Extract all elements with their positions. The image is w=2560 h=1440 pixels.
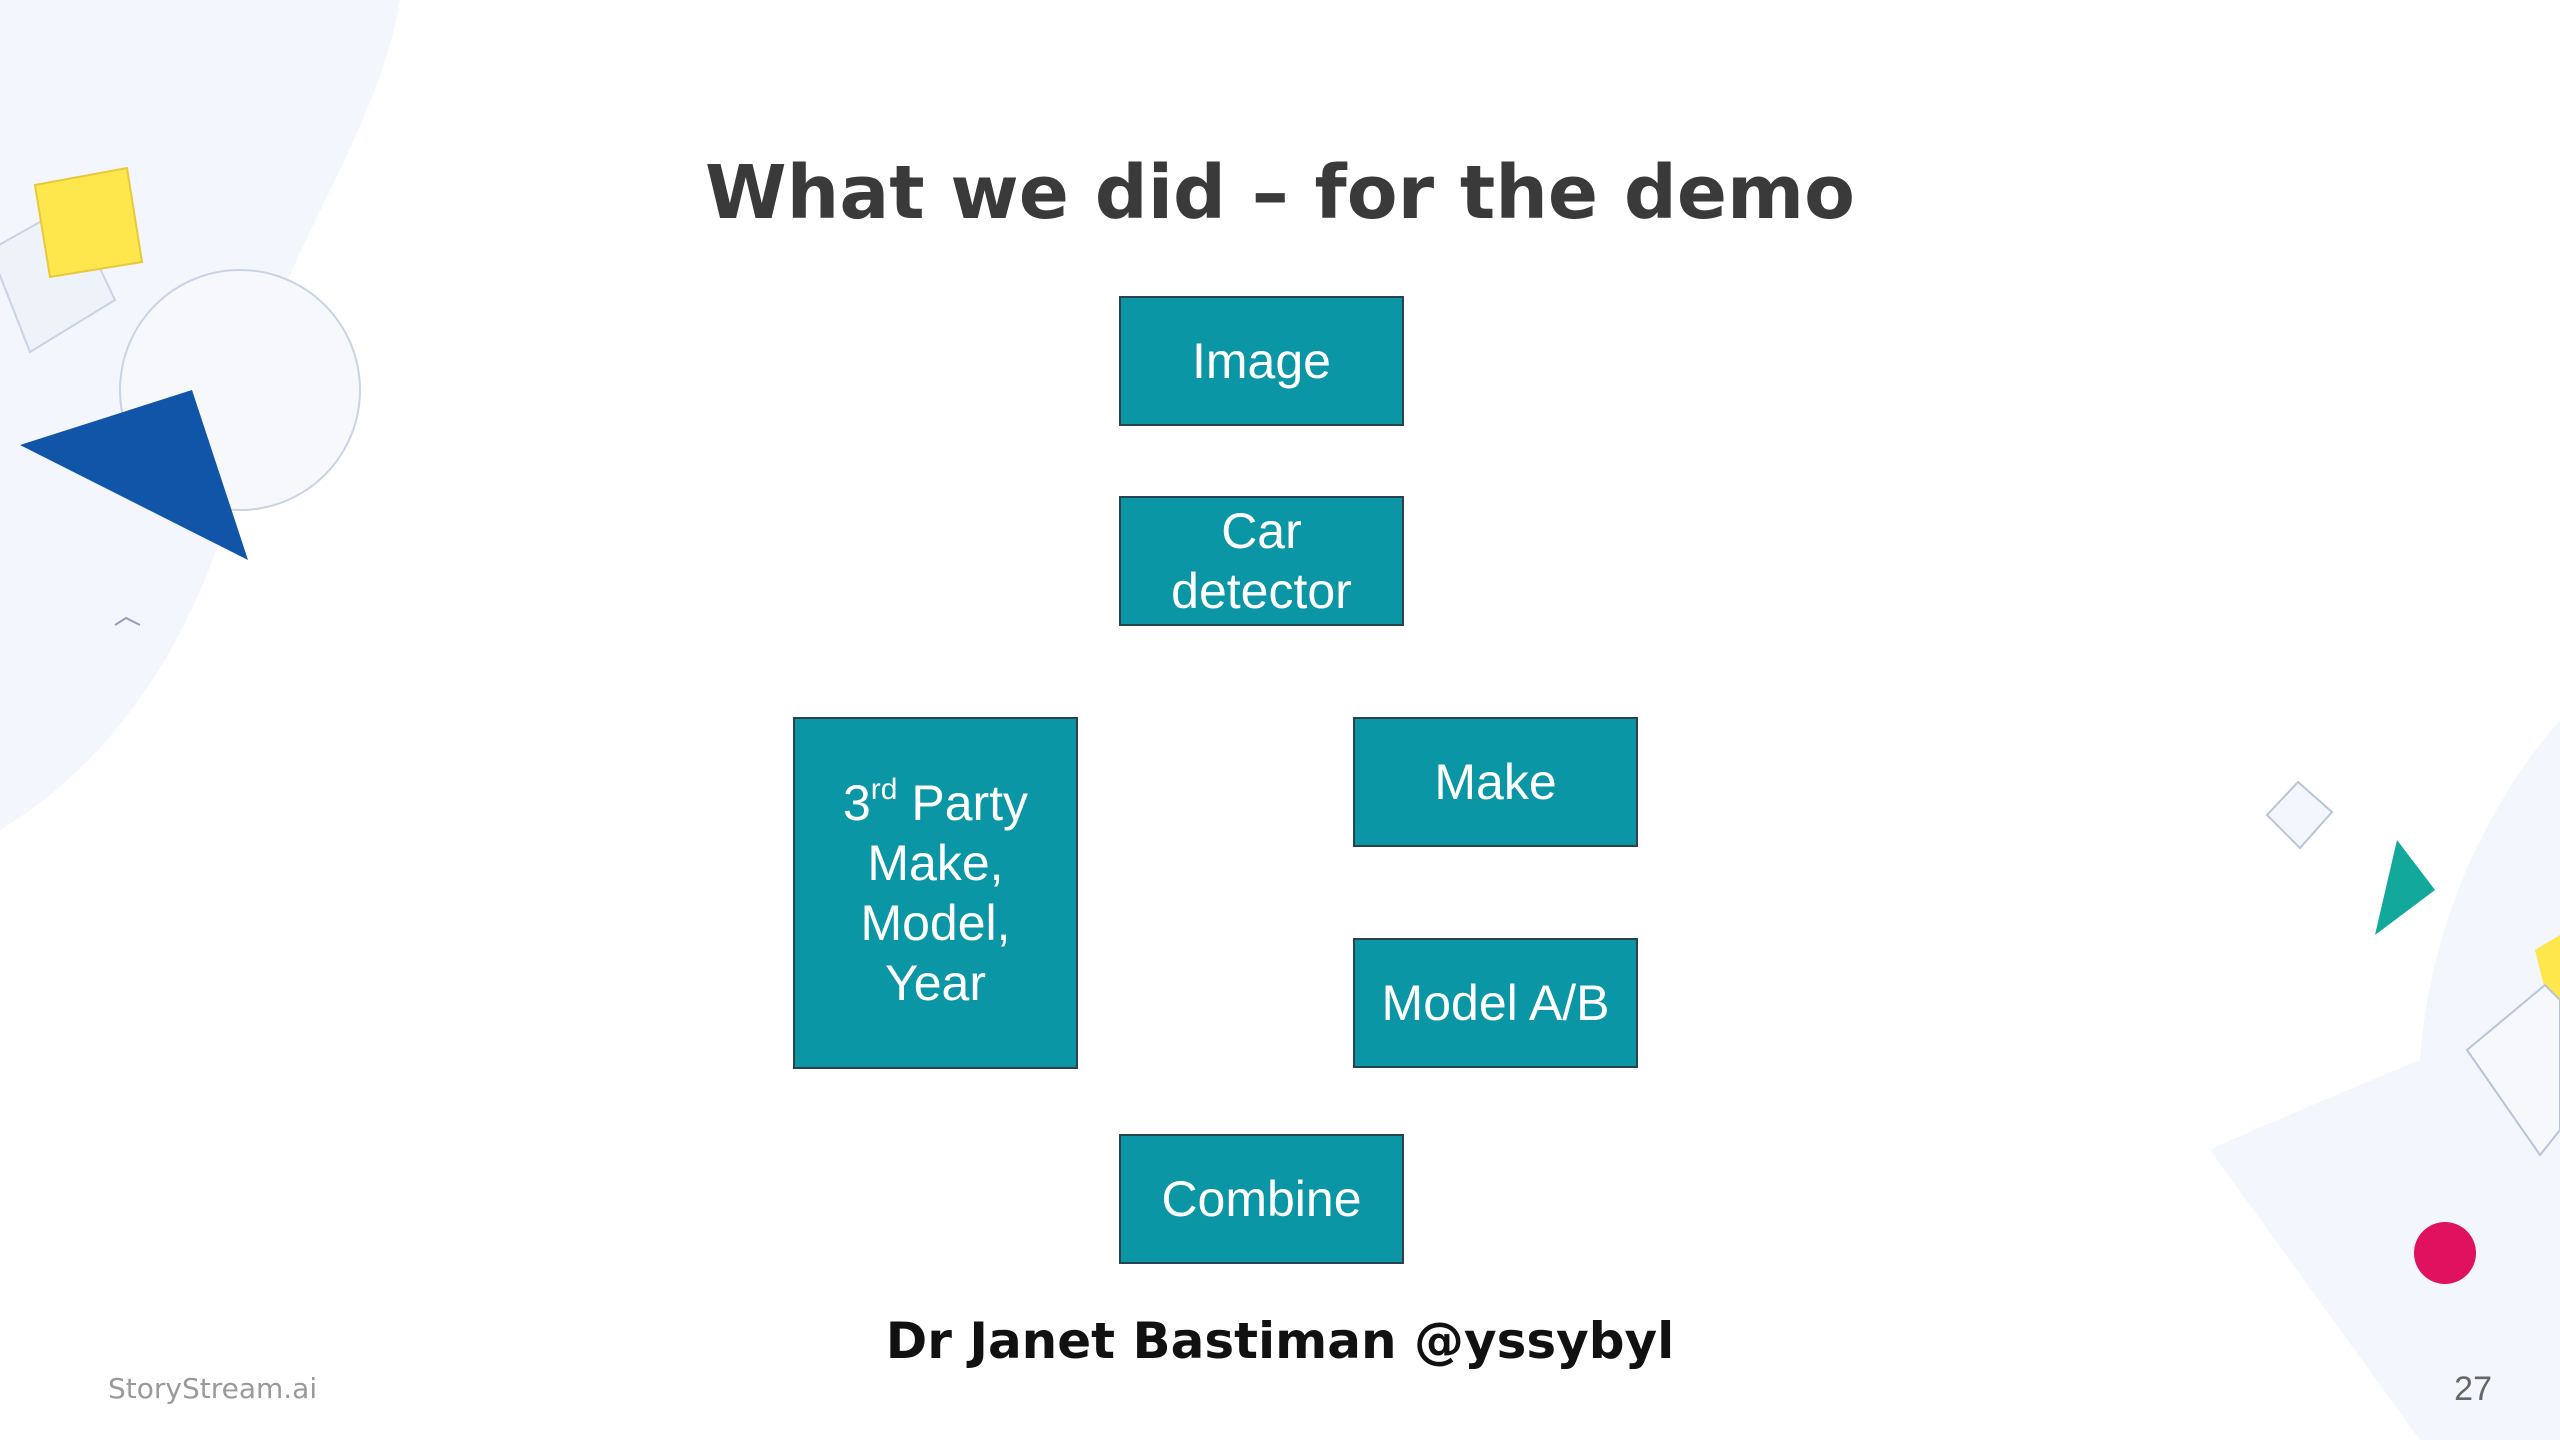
car-detector-box: Car detector	[1119, 496, 1404, 626]
combine-box: Combine	[1119, 1134, 1404, 1264]
teal-triangle	[2375, 840, 2435, 935]
image-box: Image	[1119, 296, 1404, 426]
make-box-label: Make	[1434, 754, 1557, 810]
brand-footer: StoryStream.ai	[108, 1372, 318, 1405]
tiny-caret	[114, 616, 141, 626]
combine-box-label: Combine	[1161, 1171, 1362, 1227]
third-party-ordinal: rd	[870, 773, 898, 806]
car-detector-line1: Car	[1221, 503, 1302, 559]
third-party-line1: 3rd Party	[843, 773, 1028, 833]
model-ab-box-label: Model A/B	[1381, 975, 1610, 1031]
slide-title: What we did – for the demo	[705, 150, 1855, 236]
make-box: Make	[1353, 717, 1638, 847]
third-party-word: Party	[897, 775, 1029, 831]
third-party-line3: Model,	[860, 895, 1011, 951]
right-outline-square	[2465, 983, 2560, 1157]
car-detector-line2: detector	[1171, 563, 1352, 619]
third-party-line4: Year	[884, 955, 987, 1011]
page-number: 27	[2454, 1370, 2492, 1408]
third-party-number: 3	[842, 775, 871, 831]
author-credit: Dr Janet Bastiman @yssybyl	[885, 1312, 1675, 1370]
image-box-label: Image	[1192, 333, 1331, 389]
blue-triangle	[20, 390, 248, 560]
yellow-square	[33, 166, 144, 279]
third-party-box: 3rd Party Make, Model, Year	[793, 717, 1078, 1069]
pink-dot	[2414, 1222, 2476, 1284]
third-party-line2: Make,	[867, 835, 1004, 891]
model-ab-box: Model A/B	[1353, 938, 1638, 1068]
right-small-diamond	[2265, 780, 2334, 850]
